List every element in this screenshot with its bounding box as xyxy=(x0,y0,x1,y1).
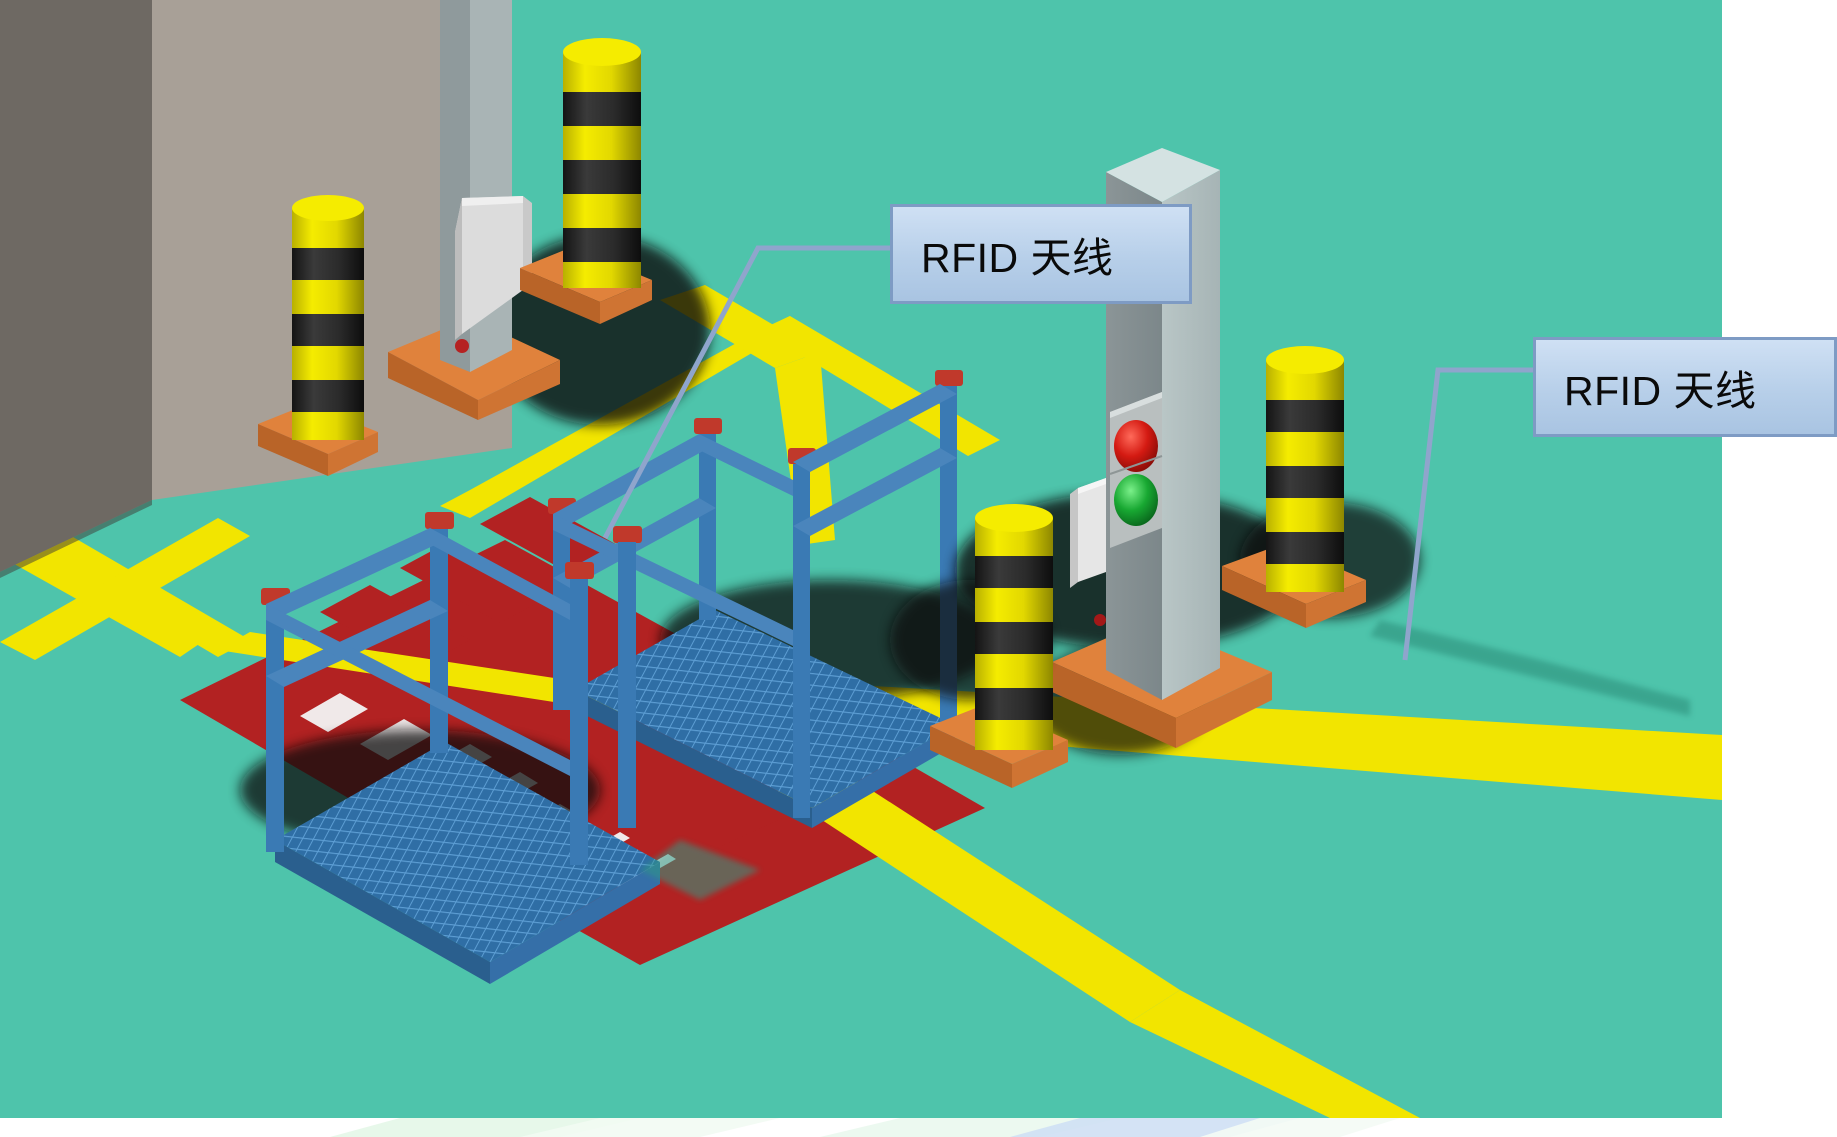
callout-label-rfid-antenna-2[interactable]: RFID 天线 xyxy=(1533,337,1837,437)
traffic-light xyxy=(1109,392,1163,548)
indicator-light xyxy=(455,339,469,353)
callout-label-rfid-antenna-1[interactable]: RFID 天线 xyxy=(890,204,1192,304)
rack-deck xyxy=(575,610,955,808)
slide-bottom-decoration xyxy=(0,1118,1837,1137)
rfid-reader-box xyxy=(1070,478,1106,588)
signal-lamp-green xyxy=(1114,474,1158,526)
warehouse-3d-scene xyxy=(0,0,1722,1118)
pallet-rack-front xyxy=(240,512,660,984)
callout-2-text: RFID 天线 xyxy=(1564,368,1757,414)
bollard-signal-left xyxy=(890,504,1068,788)
callout-1-text: RFID 天线 xyxy=(921,235,1114,281)
bollard-left xyxy=(258,195,378,476)
bollard-signal-right xyxy=(1222,346,1420,628)
rack-deck xyxy=(275,742,660,962)
signal-lamp-red xyxy=(1114,420,1158,472)
